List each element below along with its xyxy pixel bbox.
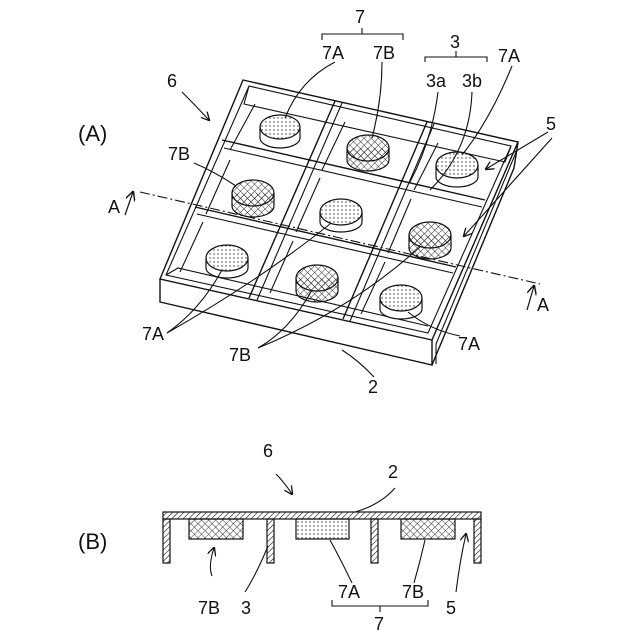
outer-wall-left <box>163 519 170 563</box>
label-a-3a: 3a <box>426 71 447 91</box>
label-a-group-3: 3 <box>450 32 460 52</box>
cross-section-plate <box>163 512 481 519</box>
panel-label-a: (A) <box>78 121 107 146</box>
label-b-ref-2: 2 <box>388 462 398 482</box>
label-a-left-7b: 7B <box>168 144 190 164</box>
label-b-ref-6: 6 <box>263 441 273 461</box>
label-b-ref-5: 5 <box>446 598 456 618</box>
tablet-7A-r1c1 <box>260 115 300 148</box>
figure-b: (B) 6 2 7B 3 7A 7B 5 7 <box>78 441 481 634</box>
label-b-7b-right: 7B <box>402 582 424 602</box>
label-a-ref-5: 5 <box>546 114 556 134</box>
label-a-section-a-right: A <box>537 295 549 315</box>
section-tablet-7b-left <box>189 519 243 539</box>
label-a-group-7: 7 <box>355 7 365 27</box>
label-a-bottom-left-7a: 7A <box>142 324 164 344</box>
section-tablet-7b-right <box>401 519 455 539</box>
label-a-top-7a: 7A <box>322 43 344 63</box>
label-b-ref-3: 3 <box>241 598 251 618</box>
leader-lines <box>167 28 552 377</box>
label-b-group-7: 7 <box>374 614 384 634</box>
label-b-7a: 7A <box>338 582 360 602</box>
tablet-7B-r3c2 <box>296 265 338 302</box>
figure-a: (A) 7 7A 7B 3 3a 3b 7A 6 5 7B A A 7A 7B … <box>78 7 556 397</box>
label-a-bottom-7b: 7B <box>229 345 251 365</box>
label-a-ref-6: 6 <box>167 71 177 91</box>
tablet-7A-r1c3 <box>436 152 478 187</box>
tablet-7B-r2c3 <box>409 222 451 259</box>
label-a-right-7a: 7A <box>498 46 520 66</box>
panel-label-b: (B) <box>78 529 107 554</box>
tablet-7A-r3c3 <box>380 285 422 319</box>
partition-right <box>371 519 378 563</box>
label-a-ref-2: 2 <box>368 377 378 397</box>
outer-wall-right <box>474 519 481 563</box>
partition-left <box>267 519 274 563</box>
label-a-bottom-right-7a: 7A <box>458 334 480 354</box>
label-a-section-a-left: A <box>108 197 120 217</box>
label-b-7b-left: 7B <box>198 598 220 618</box>
label-a-top-7b: 7B <box>373 43 395 63</box>
tablet-7B-r2c1 <box>232 180 274 217</box>
tablet-7A-r3c1 <box>206 245 248 278</box>
section-tablet-7a <box>296 519 349 539</box>
tablet-7B-r1c2 <box>347 135 389 171</box>
label-a-3b: 3b <box>462 71 482 91</box>
